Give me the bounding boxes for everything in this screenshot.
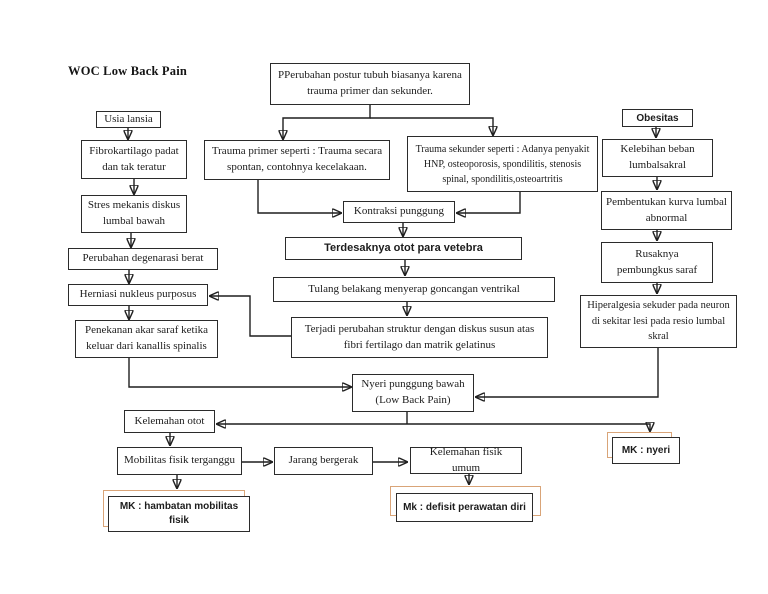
page-title: WOC Low Back Pain (68, 64, 188, 78)
node-stres-mekanis: Stres mekanis diskus lumbal bawah (81, 195, 187, 233)
node-jarang-bergerak: Jarang bergerak (274, 447, 373, 475)
node-terdesaknya-otot: Terdesaknya otot para vetebra (285, 237, 522, 260)
connector-hiperalgesia-to-nyeri (476, 348, 659, 397)
node-mk-defisit-perawatan: Mk : defisit perawatan diri (390, 486, 542, 524)
node-penekanan-akar-saraf: Penekanan akar saraf ketika keluar dari … (75, 320, 218, 358)
mk-nyeri-box: MK : nyeri (612, 437, 680, 464)
node-perubahan-degenarasi: Perubahan degenarasi berat (68, 248, 218, 270)
connector-postur-to-trauma-sekunder (370, 117, 493, 135)
connector-postur-to-trauma-primer (283, 105, 371, 139)
connector-nyeri-to-mk-nyeri (407, 424, 650, 431)
node-terjadi-perubahan-struktur: Terjadi perubahan struktur dengan diskus… (291, 317, 548, 358)
node-kelemahan-fisik-umum: Kelemahan fisik umum (410, 446, 522, 474)
node-nyeri-punggung-bawah: Nyeri punggung bawah (Low Back Pain) (352, 374, 474, 412)
node-trauma-sekunder: Trauma sekunder seperti : Adanya penyaki… (407, 136, 598, 192)
node-kelemahan-otot: Kelemahan otot (124, 410, 215, 433)
connector-terjadi-to-herniasi (210, 296, 291, 337)
node-kelebihan-beban: Kelebihan beban lumbalsakral (602, 139, 713, 177)
connector-trauma-sekunder-to-kontraksi (457, 192, 521, 213)
connector-trauma-primer-to-kontraksi (257, 180, 341, 213)
node-hiperalgesia: Hiperalgesia sekuder pada neuron di seki… (580, 295, 737, 348)
node-trauma-primer: Trauma primer seperti : Trauma secara sp… (204, 140, 390, 180)
node-pembentukan-kurva: Pembentukan kurva lumbal abnormal (601, 191, 732, 230)
node-mk-nyeri: MK : nyeri (607, 432, 687, 469)
node-obesitas: Obesitas (622, 109, 693, 127)
mk-defisit-box: Mk : defisit perawatan diri (396, 493, 533, 522)
node-usia-lansia: Usia lansia (96, 111, 161, 128)
node-perubahan-postur: PPerubahan postur tubuh biasanya karena … (270, 63, 470, 105)
node-rusaknya-pembungkus: Rusaknya pembungkus saraf (601, 242, 713, 283)
node-tulang-belakang: Tulang belakang menyerap goncangan ventr… (273, 277, 555, 302)
node-fibrokartilago: Fibrokartilago padat dan tak teratur (81, 140, 187, 179)
node-herniasi-nukleus: Herniasi nukleus purposus (68, 284, 208, 306)
mk-hambatan-box: MK : hambatan mobilitas fisik (108, 496, 250, 532)
node-mk-hambatan-mobilitas: MK : hambatan mobilitas fisik (103, 490, 253, 535)
node-kontraksi-punggung: Kontraksi punggung (343, 201, 455, 223)
node-mobilitas-fisik-terganggu: Mobilitas fisik terganggu (117, 447, 242, 475)
connector-penekanan-to-nyeri (128, 358, 351, 387)
